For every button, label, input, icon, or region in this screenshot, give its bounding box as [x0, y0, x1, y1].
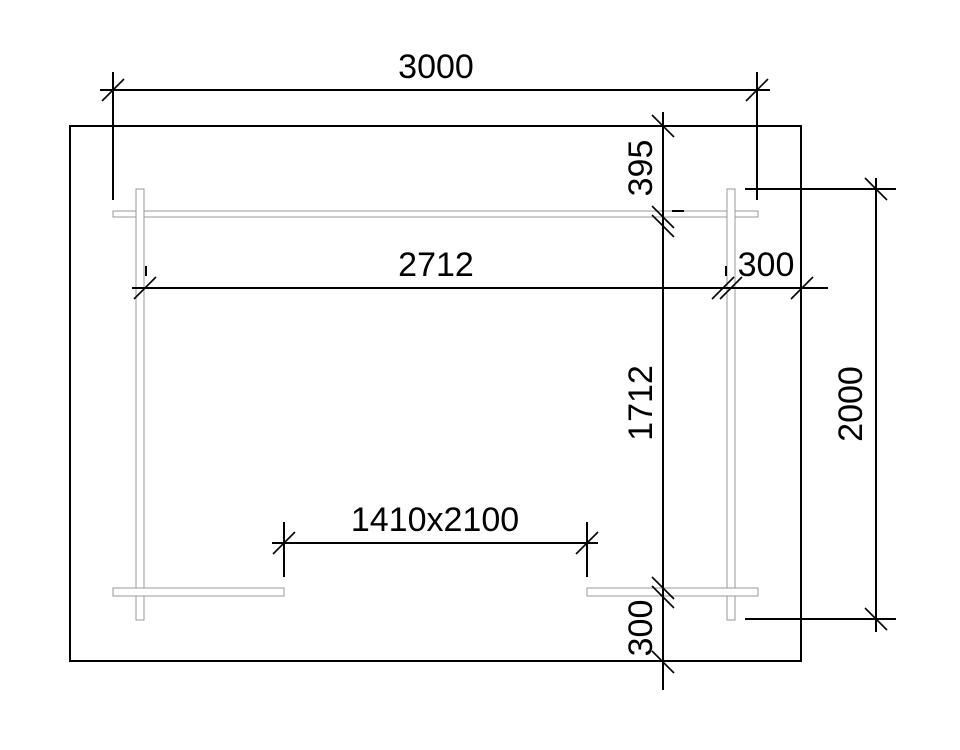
dimension-inner-width: 2712 300 — [132, 246, 828, 300]
bottom-left-wall-beam — [112, 587, 285, 597]
bottom-right-wall-beam — [586, 587, 759, 597]
dimension-label-door-opening: 1410x2100 — [351, 501, 519, 539]
dimension-label-3000: 3000 — [398, 48, 474, 86]
wall-beams — [112, 188, 759, 621]
dimension-label-2000: 2000 — [832, 366, 870, 442]
dimension-overall-width: 3000 — [100, 48, 770, 200]
dimension-label-2712: 2712 — [398, 246, 474, 284]
dimension-label-300-bottom: 300 — [622, 600, 660, 657]
dimension-vertical-chain: 395 1712 300 — [622, 112, 690, 690]
dimension-label-300-right: 300 — [738, 246, 795, 284]
top-wall-beam — [112, 210, 759, 218]
dimension-label-1712: 1712 — [622, 365, 660, 441]
left-wall-post — [135, 188, 145, 621]
outer-slab-outline — [69, 125, 802, 662]
right-wall-post — [726, 188, 736, 621]
dimension-overall-height: 2000 — [745, 177, 896, 632]
dimension-label-395: 395 — [622, 140, 660, 197]
dimension-door-opening: 1410x2100 — [272, 501, 599, 577]
